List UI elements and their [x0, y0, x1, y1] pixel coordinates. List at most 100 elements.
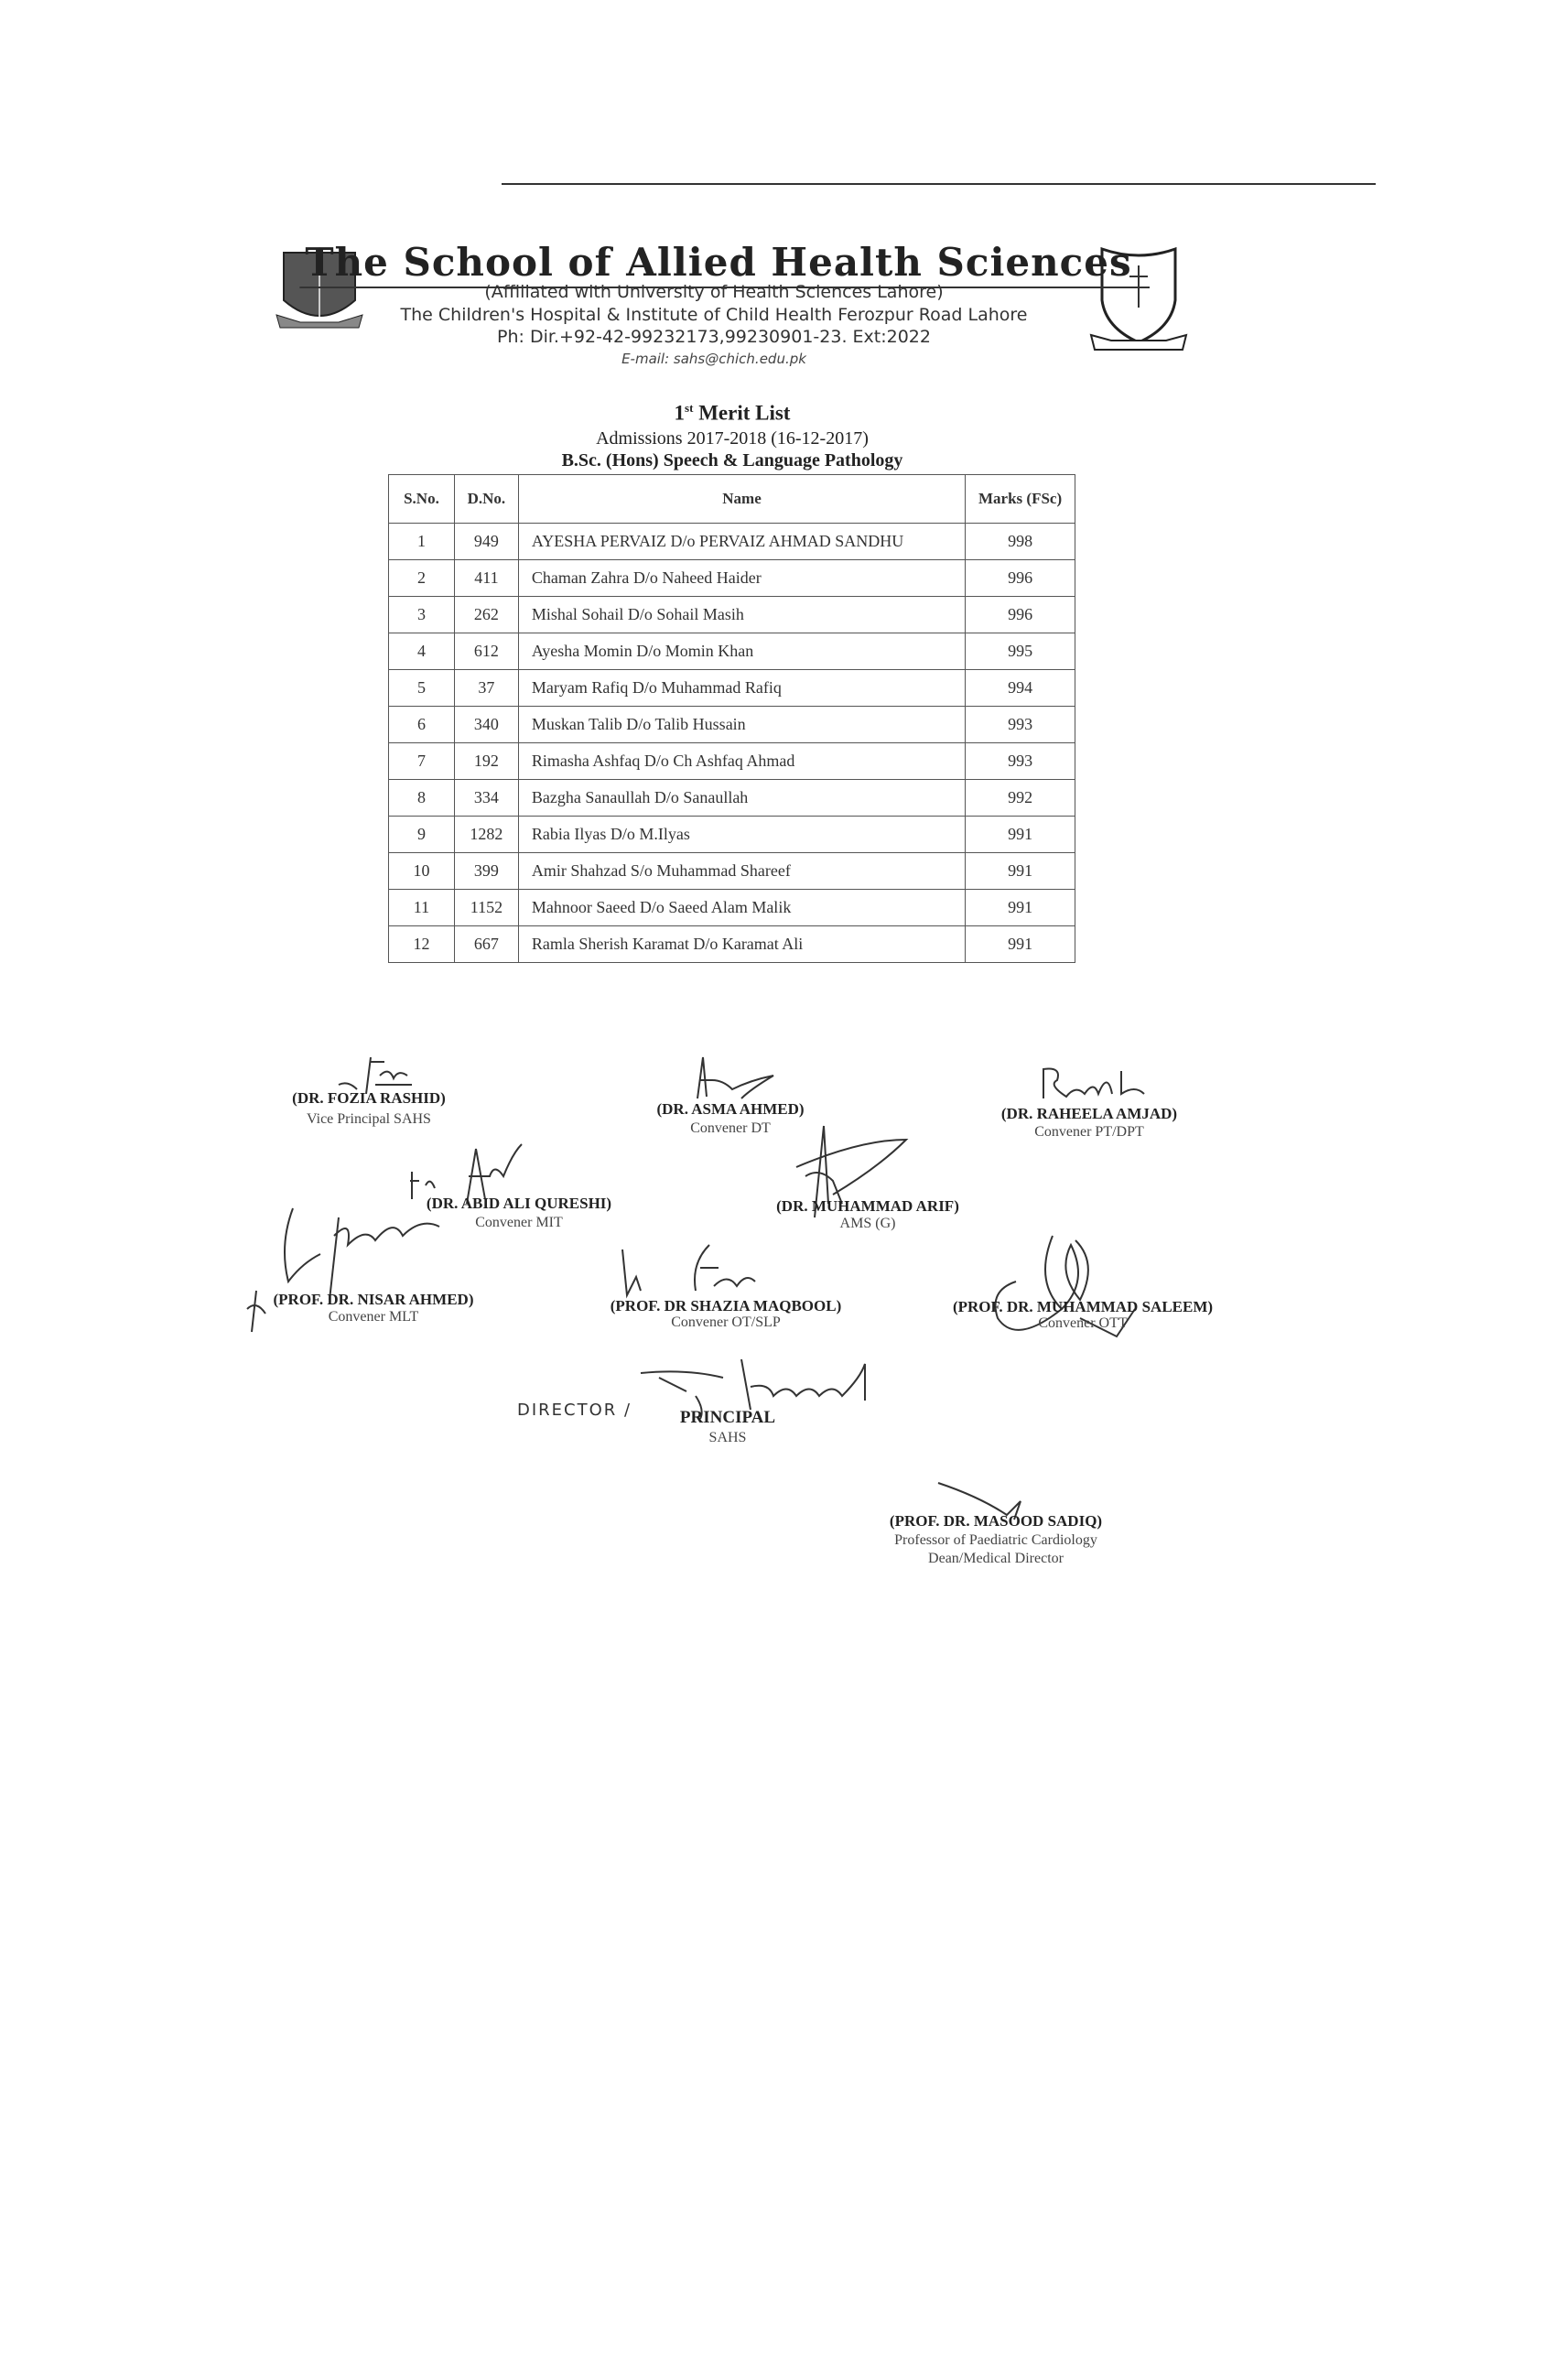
cell-dno: 1282 [453, 816, 519, 853]
signature-nisar [246, 1207, 440, 1333]
cell-marks: 991 [965, 852, 1075, 890]
signatory-name: (DR. ABID ALI QURESHI) [426, 1195, 612, 1212]
header-dno: D.No. [453, 474, 519, 524]
signatory-title: Convener OT/SLP [671, 1314, 781, 1330]
cell-dno: 399 [453, 852, 519, 890]
signatory-name: (PROF. DR SHAZIA MAQBOOL) [610, 1297, 842, 1314]
signatory-title: Professor of Paediatric Cardiology [894, 1532, 1097, 1548]
cell-name: Rimasha Ashfaq D/o Ch Ashfaq Ahmad [517, 742, 967, 780]
merit-list-title: 1st Merit List [675, 401, 791, 426]
cell-marks: 996 [965, 596, 1075, 633]
cell-name: Ramla Sherish Karamat D/o Karamat Ali [517, 925, 967, 963]
signature-masood [937, 1482, 1021, 1520]
signatory-name: (DR. MUHAMMAD ARIF) [776, 1197, 959, 1215]
table-header-row: S.No. D.No. Name Marks (FSc) [388, 474, 1075, 524]
cell-sno: 2 [388, 559, 455, 597]
signatory-name: (DR. ASMA AHMED) [656, 1100, 805, 1118]
cell-marks: 994 [965, 669, 1075, 707]
cell-dno: 340 [453, 706, 519, 743]
institution-name: The School of Allied Health Sciences [299, 240, 1138, 288]
cell-name: AYESHA PERVAIZ D/o PERVAIZ AHMAD SANDHU [517, 523, 967, 560]
cell-marks: 992 [965, 779, 1075, 817]
admissions-line: Admissions 2017-2018 (16-12-2017) [596, 428, 869, 449]
cell-sno: 1 [388, 523, 455, 560]
cell-sno: 6 [388, 706, 455, 743]
affiliation: (Affiliated with University of Health Sc… [484, 282, 944, 302]
cell-sno: 9 [388, 816, 455, 853]
cell-sno: 10 [388, 852, 455, 890]
cell-name: Amir Shahzad S/o Muhammad Shareef [517, 852, 967, 890]
signatory-title: Convener DT [690, 1120, 771, 1136]
program-name: B.Sc. (Hons) Speech & Language Pathology [561, 450, 903, 471]
signatory-name: (PROF. DR. NISAR AHMED) [273, 1291, 474, 1308]
cell-sno: 8 [388, 779, 455, 817]
signatory-title: Convener OTT [1038, 1315, 1128, 1331]
signatory-title-2: Dean/Medical Director [928, 1551, 1064, 1566]
title-text: Merit List [698, 401, 791, 425]
cell-name: Mahnoor Saeed D/o Saeed Alam Malik [517, 889, 967, 926]
cell-sno: 3 [388, 596, 455, 633]
signature-abid [410, 1143, 523, 1205]
cell-dno: 192 [453, 742, 519, 780]
cell-name: Bazgha Sanaullah D/o Sanaullah [517, 779, 967, 817]
ordinal: 1 [674, 401, 686, 425]
cell-dno: 262 [453, 596, 519, 633]
cell-name: Rabia Ilyas D/o M.Ilyas [517, 816, 967, 853]
signature-asma [697, 1056, 774, 1099]
signature-principal [640, 1358, 866, 1420]
signature-arif [795, 1125, 909, 1218]
top-rule [502, 183, 1376, 185]
signatory-title: AMS (G) [839, 1216, 896, 1231]
cell-sno: 11 [388, 889, 455, 926]
cell-marks: 993 [965, 706, 1075, 743]
cell-marks: 993 [965, 742, 1075, 780]
header-sno: S.No. [388, 474, 455, 524]
cell-dno: 334 [453, 779, 519, 817]
header-marks: Marks (FSc) [965, 474, 1075, 524]
cell-sno: 5 [388, 669, 455, 707]
handwritten-director: DIRECTOR / [517, 1401, 632, 1420]
signatory-title: SAHS [708, 1430, 747, 1445]
signatory-name: (PROF. DR. MUHAMMAD SALEEM) [952, 1298, 1214, 1315]
cell-marks: 991 [965, 816, 1075, 853]
signatory-title: Vice Principal SAHS [307, 1111, 431, 1127]
signatory-title: Convener MLT [328, 1309, 419, 1325]
phone: Ph: Dir.+92-42-99232173,99230901-23. Ext… [497, 327, 931, 347]
cell-marks: 995 [965, 633, 1075, 670]
cell-dno: 612 [453, 633, 519, 670]
cell-name: Ayesha Momin D/o Momin Khan [517, 633, 967, 670]
signature-fozia [338, 1056, 412, 1095]
signature-saleem [994, 1235, 1136, 1338]
signatory-title: Convener MIT [475, 1215, 563, 1230]
cell-name: Chaman Zahra D/o Naheed Haider [517, 559, 967, 597]
signatory-name: (DR. RAHEELA AMJAD) [1000, 1105, 1178, 1122]
cell-marks: 998 [965, 523, 1075, 560]
cell-sno: 7 [388, 742, 455, 780]
cell-marks: 996 [965, 559, 1075, 597]
header-name: Name [517, 474, 967, 524]
cell-sno: 4 [388, 633, 455, 670]
cell-marks: 991 [965, 889, 1075, 926]
cell-dno: 949 [453, 523, 519, 560]
cell-dno: 667 [453, 925, 519, 963]
cell-dno: 1152 [453, 889, 519, 926]
email: E-mail: sahs@chich.edu.pk [621, 351, 806, 367]
left-logo-emblem [276, 247, 363, 329]
cell-dno: 411 [453, 559, 519, 597]
cell-dno: 37 [453, 669, 519, 707]
right-logo-crest [1089, 246, 1188, 351]
signature-shazia [621, 1244, 756, 1299]
signatory-title: Convener PT/DPT [1034, 1124, 1144, 1140]
